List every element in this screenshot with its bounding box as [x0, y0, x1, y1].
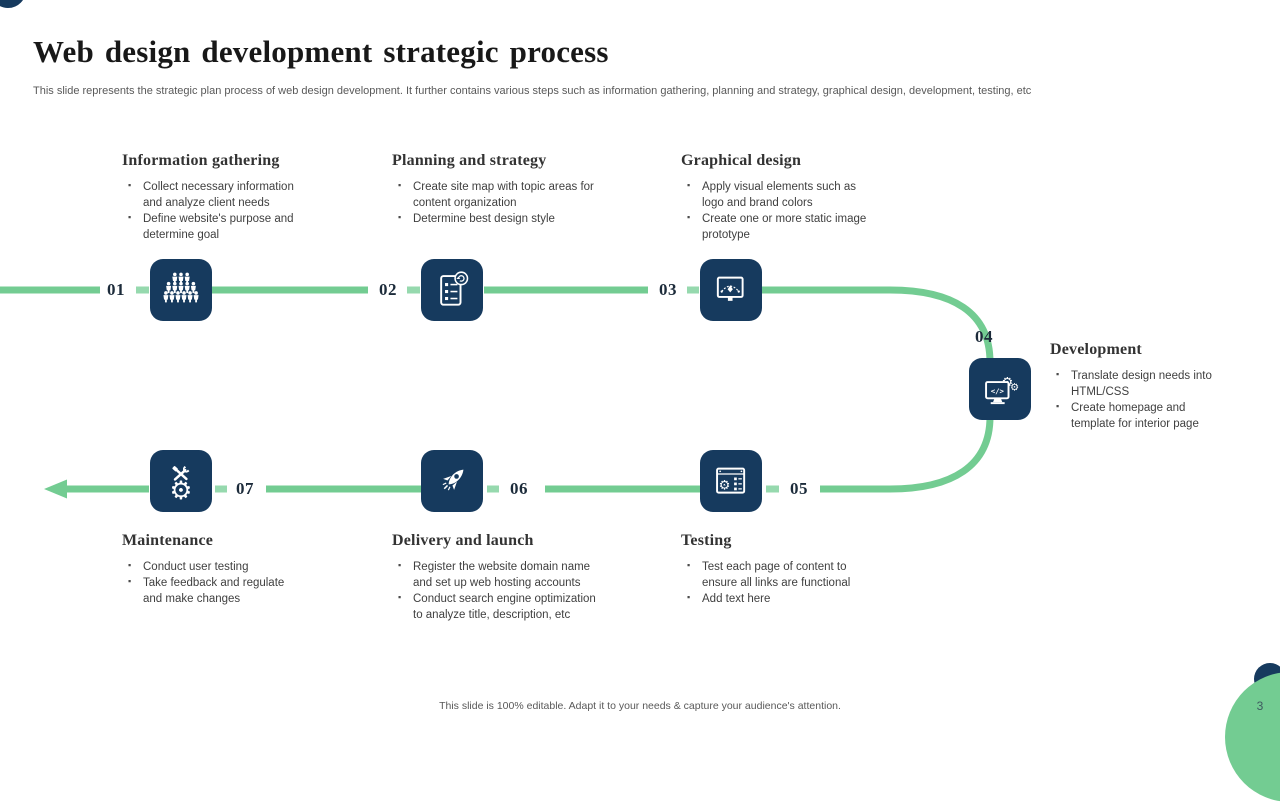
step-block-information-gathering: Information gathering Collect necessary … [122, 152, 307, 243]
step-bullet-list: Create site map with topic areas for con… [392, 179, 597, 227]
gear-wrench-icon: ⚙ [170, 466, 193, 505]
browser-check-icon: ⚙ ✓ [716, 467, 746, 494]
step-title: Planning and strategy [392, 152, 547, 169]
step-number: 02 [379, 280, 397, 299]
step-title: Graphical design [681, 152, 802, 169]
step-title: Maintenance [122, 532, 214, 549]
svg-text:</>: </> [991, 387, 1005, 396]
bullet-item: Add text here [687, 591, 859, 607]
bullet-item: Test each page of content to ensure all … [687, 559, 859, 591]
step-icon-tile [421, 259, 483, 321]
step-icon-tile: ⚙ ✓ [700, 450, 762, 512]
bullet-item: Conduct search engine optimization to an… [398, 591, 607, 623]
step-title: Development [1050, 341, 1142, 358]
step-block-delivery-launch: Delivery and launch Register the website… [392, 532, 607, 623]
people-group-icon [163, 272, 199, 303]
step-title: Information gathering [122, 152, 280, 169]
svg-text:⚙: ⚙ [719, 479, 731, 494]
bullet-item: Apply visual elements such as logo and b… [687, 179, 876, 211]
bullet-item: Register the website domain name and set… [398, 559, 607, 591]
step-bullet-list: Translate design needs into HTML/CSS Cre… [1050, 368, 1225, 432]
checklist-icon [440, 271, 469, 306]
footer-note: This slide is 100% editable. Adapt it to… [439, 700, 841, 712]
step-title: Testing [681, 532, 732, 549]
step-number: 01 [107, 280, 125, 299]
step-icon-tile [150, 259, 212, 321]
step-icon-tile [700, 259, 762, 321]
step-bullet-list: Test each page of content to ensure all … [681, 559, 859, 607]
step-number: 07 [236, 479, 254, 498]
step-number: 03 [659, 280, 677, 299]
step-number: 06 [510, 479, 528, 498]
bullet-item: Create one or more static image prototyp… [687, 211, 876, 243]
step-block-development: Development Translate design needs into … [1050, 341, 1225, 432]
svg-text:⚙: ⚙ [170, 476, 193, 505]
rocket-icon [442, 469, 464, 491]
page-title: Web design development strategic process [33, 34, 609, 69]
step-icon-tile [421, 450, 483, 512]
bullet-item: Determine best design style [398, 211, 597, 227]
step-bullet-list: Collect necessary information and analyz… [122, 179, 307, 243]
bullet-item: Create site map with topic areas for con… [398, 179, 597, 211]
svg-text:✓: ✓ [722, 483, 727, 490]
step-block-planning-strategy: Planning and strategy Create site map wi… [392, 152, 597, 227]
slide-subtitle: This slide represents the strategic plan… [33, 85, 1032, 97]
arrow-head [44, 479, 67, 499]
bullet-item: Collect necessary information and analyz… [128, 179, 307, 211]
step-block-graphical-design: Graphical design Apply visual elements s… [681, 152, 876, 243]
svg-text:⚙: ⚙ [1010, 383, 1019, 394]
design-board-icon [716, 276, 744, 301]
step-block-maintenance: Maintenance Conduct user testing Take fe… [122, 532, 297, 607]
step-title: Delivery and launch [392, 532, 534, 549]
step-bullet-list: Apply visual elements such as logo and b… [681, 179, 876, 243]
bullet-item: Define website's purpose and determine g… [128, 211, 307, 243]
step-number: 04 [975, 327, 993, 346]
page-number: 3 [1256, 699, 1264, 713]
bullet-item: Conduct user testing [128, 559, 297, 575]
bullet-item: Translate design needs into HTML/CSS [1056, 368, 1225, 400]
step-bullet-list: Register the website domain name and set… [392, 559, 607, 623]
step-bullet-list: Conduct user testing Take feedback and r… [122, 559, 297, 607]
step-icon-tile: ⚙ ⚙ </> [969, 358, 1031, 420]
step-icon-tile: ⚙ [150, 450, 212, 512]
step-block-testing: Testing Test each page of content to ens… [681, 532, 859, 607]
code-monitor-icon: ⚙ ⚙ </> [985, 376, 1019, 405]
bullet-item: Create homepage and template for interio… [1056, 400, 1225, 432]
slide: 3 Web design development strategic proce… [0, 0, 1280, 720]
bullet-item: Take feedback and regulate and make chan… [128, 575, 297, 607]
step-number: 05 [790, 479, 808, 498]
